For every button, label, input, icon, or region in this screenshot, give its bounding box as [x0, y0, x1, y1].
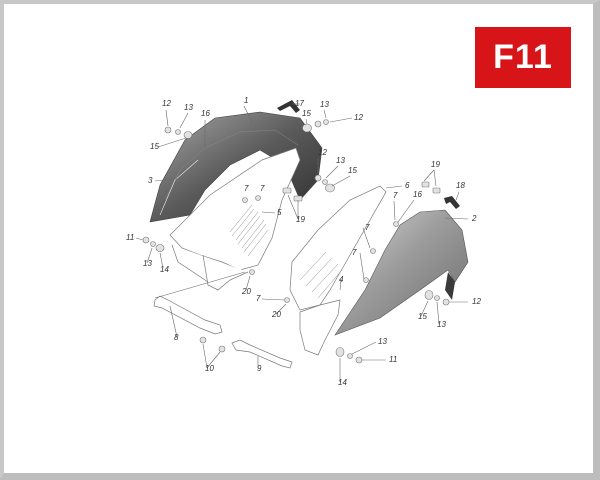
svg-text:5: 5 [277, 208, 282, 217]
svg-text:19: 19 [296, 215, 305, 224]
svg-text:16: 16 [201, 109, 210, 118]
vent-slats-right [299, 251, 343, 299]
svg-text:7: 7 [352, 248, 357, 257]
svg-text:13: 13 [320, 100, 329, 109]
svg-text:12: 12 [472, 297, 481, 306]
svg-text:15: 15 [302, 109, 311, 118]
svg-text:7: 7 [244, 184, 249, 193]
svg-text:11: 11 [126, 233, 134, 242]
svg-text:7: 7 [393, 191, 398, 200]
svg-text:6: 6 [405, 181, 410, 190]
svg-text:18: 18 [456, 181, 465, 190]
svg-text:13: 13 [437, 320, 446, 329]
svg-text:15: 15 [348, 166, 357, 175]
vent-slats-left [229, 204, 269, 257]
svg-text:13: 13 [143, 259, 152, 268]
svg-text:11: 11 [389, 355, 397, 364]
svg-text:13: 13 [184, 103, 193, 112]
svg-text:13: 13 [336, 156, 345, 165]
svg-text:7: 7 [256, 294, 261, 303]
svg-text:4: 4 [339, 275, 344, 284]
svg-text:12: 12 [354, 113, 363, 122]
part-5-left-inner-panel [169, 147, 301, 291]
section-code-text: F11 [493, 38, 553, 76]
svg-text:20: 20 [241, 287, 251, 296]
svg-text:15: 15 [150, 142, 159, 151]
svg-text:9: 9 [257, 364, 262, 373]
section-code-badge: F11 [475, 27, 571, 88]
svg-text:19: 19 [431, 160, 440, 169]
svg-text:14: 14 [338, 378, 347, 387]
svg-text:3: 3 [148, 176, 153, 185]
svg-text:14: 14 [160, 265, 169, 274]
svg-text:15: 15 [418, 312, 427, 321]
svg-text:7: 7 [365, 223, 370, 232]
callout-labels: 1 12 13 16 15 17 15 13 12 12 13 15 3 7 7… [126, 96, 481, 387]
svg-text:17: 17 [295, 99, 304, 108]
svg-text:7: 7 [260, 184, 265, 193]
svg-text:10: 10 [205, 364, 214, 373]
part-2-right-outer-cover [334, 209, 469, 336]
svg-text:12: 12 [318, 148, 327, 157]
svg-text:13: 13 [378, 337, 387, 346]
part-8-bracket-rod [153, 295, 223, 335]
svg-text:8: 8 [174, 333, 179, 342]
svg-text:20: 20 [271, 310, 281, 319]
part-9-bracket-rod [231, 339, 293, 369]
svg-text:12: 12 [162, 99, 171, 108]
svg-text:1: 1 [244, 96, 248, 105]
part-4-right-inner-panel [289, 185, 387, 356]
svg-text:16: 16 [413, 190, 422, 199]
leader-lines [135, 103, 469, 382]
svg-text:2: 2 [471, 214, 477, 223]
